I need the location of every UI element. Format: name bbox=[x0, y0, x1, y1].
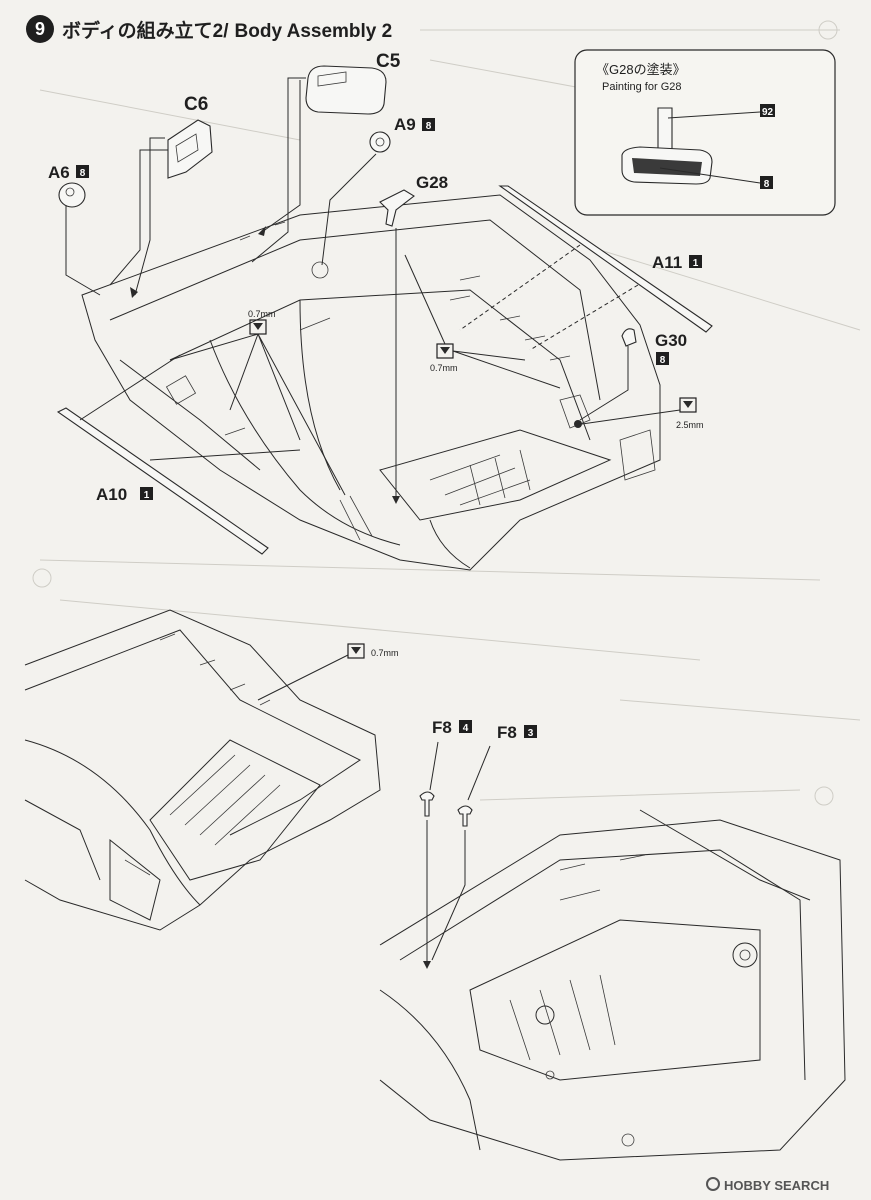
g30-color-code: 8 bbox=[660, 355, 666, 366]
paper-bleed-through bbox=[32, 20, 861, 806]
leader-c5 bbox=[251, 77, 306, 263]
c5-mirror-shape bbox=[305, 65, 387, 115]
g28-part-shape bbox=[379, 189, 415, 227]
label-c6: C6 bbox=[184, 94, 208, 115]
step-number: 9 bbox=[35, 19, 45, 39]
leader-g30 bbox=[579, 346, 629, 421]
drill-leader-3 bbox=[581, 409, 681, 425]
label-f8-left: F8 bbox=[432, 718, 452, 737]
leader-c6 bbox=[109, 137, 168, 296]
f8-right-color-box bbox=[524, 725, 537, 738]
a9-button-shape bbox=[369, 131, 391, 153]
leader-a11 bbox=[459, 244, 639, 351]
label-f8-right: F8 bbox=[497, 723, 517, 742]
g28-stalk-shape bbox=[657, 107, 673, 151]
leader-color-bottom bbox=[659, 167, 761, 184]
label-a10: A10 bbox=[96, 485, 127, 504]
a9-color-code: 8 bbox=[426, 121, 432, 132]
drill-leader-4 bbox=[257, 654, 349, 701]
watermark-logo-icon bbox=[706, 1177, 720, 1191]
part-f8-left: F8 4 bbox=[419, 718, 472, 969]
part-a9: A9 8 bbox=[321, 115, 435, 266]
a11-strip-shape bbox=[498, 185, 713, 333]
step-number-badge bbox=[26, 15, 54, 43]
body-upper-drawing bbox=[81, 194, 661, 571]
f8-left-screw-shape bbox=[419, 791, 435, 817]
step-header: 9 ボディの組み立て2/Body Assembly 2 bbox=[26, 15, 392, 43]
g30-part-shape bbox=[621, 328, 637, 347]
body-lower-right-drawing bbox=[379, 809, 846, 1161]
part-g30: G30 8 bbox=[574, 328, 687, 428]
drill-marker-3: 2.5mm bbox=[581, 397, 704, 430]
drill-marker-2: 0.7mm bbox=[404, 254, 561, 389]
leader-f8-right bbox=[431, 830, 466, 961]
leader-f8-right-top bbox=[467, 745, 491, 801]
drill-size-2: 0.7mm bbox=[430, 363, 458, 373]
a6-color-box bbox=[76, 165, 89, 178]
a9-color-box bbox=[422, 118, 435, 131]
part-c5: C5 bbox=[251, 51, 401, 263]
label-a11: A11 bbox=[652, 253, 682, 272]
hobby-search-watermark: HOBBY SEARCH bbox=[706, 1177, 829, 1193]
part-a6: A6 8 bbox=[48, 163, 101, 296]
color-code-top: 92 bbox=[762, 107, 774, 118]
label-c5: C5 bbox=[376, 51, 401, 72]
label-a9: A9 bbox=[394, 115, 416, 134]
drill-marker-4: 0.7mm bbox=[257, 643, 399, 701]
drill-leaders-1 bbox=[169, 333, 346, 496]
label-g30: G30 bbox=[655, 331, 687, 350]
f8-left-color-code: 4 bbox=[463, 723, 469, 734]
drill-leaders-2 bbox=[404, 254, 561, 389]
a6-part-shape bbox=[58, 182, 86, 208]
part-a11: A11 1 bbox=[459, 185, 713, 351]
watermark-brand: HOBBY SEARCH bbox=[724, 1178, 829, 1193]
a11-color-box bbox=[689, 255, 702, 268]
label-g28: G28 bbox=[416, 173, 448, 192]
leader-a9 bbox=[321, 153, 377, 266]
drill-size-4: 0.7mm bbox=[371, 648, 399, 658]
leader-a6 bbox=[65, 205, 101, 296]
drill-marker-1: 0.7mm bbox=[169, 309, 346, 496]
color-box-bottom bbox=[760, 176, 773, 189]
part-c6: C6 bbox=[109, 94, 213, 298]
step-title-jp: ボディの組み立て2/ bbox=[62, 19, 229, 42]
f8-right-screw-shape bbox=[457, 805, 473, 827]
f8-left-color-box bbox=[459, 720, 472, 733]
leader-a10 bbox=[79, 354, 301, 461]
f8-right-color-code: 3 bbox=[528, 728, 534, 739]
g30-color-box bbox=[656, 352, 669, 365]
part-a10: A10 1 bbox=[56, 354, 301, 555]
c6-bracket-shape bbox=[167, 119, 213, 179]
part-f8-right: F8 3 bbox=[431, 723, 537, 961]
inset-subtitle: Painting for G28 bbox=[602, 81, 682, 93]
drill-size-3: 2.5mm bbox=[676, 420, 704, 430]
color-code-bottom: 8 bbox=[764, 179, 770, 190]
part-g28: G28 bbox=[379, 173, 448, 504]
drill-size-1: 0.7mm bbox=[248, 309, 276, 319]
step-title: ボディの組み立て2/Body Assembly 2 bbox=[62, 19, 392, 42]
g28-paint-inset: 《G28の塗装》 Painting for G28 92 8 bbox=[574, 49, 836, 216]
a11-color-code: 1 bbox=[693, 258, 699, 269]
leader-color-top bbox=[667, 111, 761, 119]
body-lower-left-drawing bbox=[24, 609, 381, 931]
step-title-en: Body Assembly 2 bbox=[235, 21, 393, 42]
a6-color-code: 8 bbox=[80, 168, 86, 179]
inset-title: 《G28の塗装》 bbox=[596, 62, 686, 77]
a10-color-code: 1 bbox=[144, 490, 150, 501]
a10-strip-shape bbox=[56, 407, 269, 555]
label-a6: A6 bbox=[48, 163, 70, 182]
a10-color-box bbox=[140, 487, 153, 500]
color-box-top bbox=[760, 104, 775, 117]
leader-f8-left-top bbox=[429, 741, 439, 791]
